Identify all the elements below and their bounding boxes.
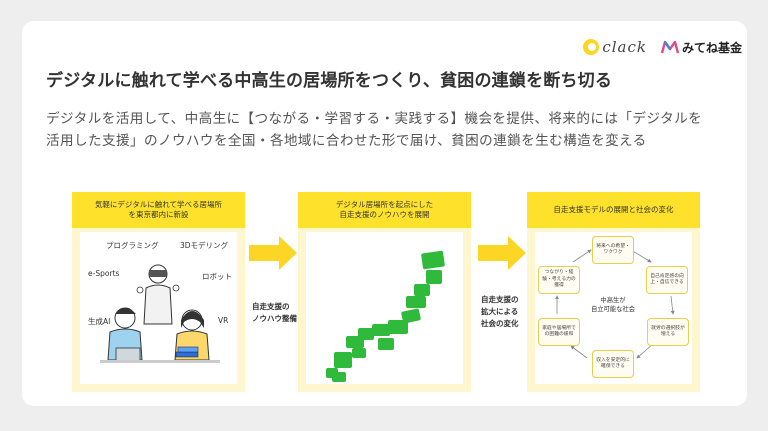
clack-logo: clack	[582, 38, 647, 56]
cycle-center-line1: 中高生が	[600, 297, 626, 304]
panel-knowhow-expansion-title-line1: デジタル居場所を起点にした	[335, 200, 434, 209]
panel-digital-space-illustration-area: プログラミング 3Dモデリング e-Sports ロボット 生成AI VR	[80, 232, 237, 384]
label-gen-ai: 生成AI	[88, 317, 111, 326]
panel-digital-space: 気軽にデジタルに触れて学べる居場所 を東京都内に新設 プログラミング 3Dモデリ…	[72, 192, 245, 392]
mitene-mark-icon	[660, 40, 679, 54]
clack-mark-icon	[583, 39, 600, 55]
panel-knowhow-expansion: デジタル居場所を起点にした 自走支援のノウハウを展開	[298, 192, 471, 392]
logo-bar: clack みてね基金	[582, 38, 742, 56]
panel-model-cycle-title: 自走支援モデルの展開と社会の変化	[527, 192, 700, 228]
panel-digital-space-title-line2: を東京都内に新設	[128, 210, 189, 219]
panel-knowhow-expansion-title: デジタル居場所を起点にした 自走支援のノウハウを展開	[298, 192, 471, 228]
cycle-node-stable-income: 収入を安定的に確保できる	[592, 350, 634, 378]
arrow-label-social-change-line1: 自走支援の	[481, 295, 519, 304]
japan-map-icon	[326, 250, 445, 382]
clack-wordmark: clack	[602, 38, 647, 56]
cycle-node-hope: 将来への希望・ワクワク	[592, 236, 634, 264]
arrow-right-icon	[478, 236, 526, 270]
arrow-right-icon	[249, 236, 297, 270]
arrow-label-social-change-line3: 社会の変化	[481, 319, 519, 328]
panel-model-cycle-diagram: 将来への希望・ワクワク 自己肯定感の向上・自信できる 就労の選択肢が増える 収入…	[535, 232, 692, 384]
students-illustration-icon	[100, 264, 220, 363]
cycle-center-line2: 自立可能な社会	[590, 306, 636, 313]
label-esports: e-Sports	[88, 269, 120, 278]
panel-digital-space-title-line1: 気軽にデジタルに触れて学べる居場所	[94, 200, 223, 209]
label-3d-modeling: 3Dモデリング	[180, 241, 229, 250]
label-programming: プログラミング	[106, 241, 159, 250]
mitene-logo: みてね基金	[660, 39, 742, 56]
arrow-label-knowhow: 自走支援の ノウハウ整備	[252, 301, 297, 325]
cycle-node-job-options: 就労の選択肢が増える	[647, 318, 689, 346]
arrow-label-social-change-line2: 拡大による	[481, 307, 519, 316]
cycle-arrows-icon	[555, 249, 675, 359]
label-robot: ロボット	[202, 272, 232, 281]
panel-model-cycle: 自走支援モデルの展開と社会の変化 将来への希望・ワクワク 自己肯定感の向上・自信…	[527, 192, 700, 392]
panel-knowhow-expansion-map-area	[306, 232, 463, 384]
panel-digital-space-title: 気軽にデジタルに触れて学べる居場所 を東京都内に新設	[72, 192, 245, 228]
arrow-label-social-change: 自走支援の 拡大による 社会の変化	[481, 294, 519, 330]
cycle-node-home-relief: 家庭や居場所での困難の緩和	[538, 318, 580, 346]
summary-paragraph: デジタルを活用して、中高生に【つながる・学習する・実践する】機会を提供、将来的に…	[46, 111, 703, 149]
mitene-wordmark: みてね基金	[681, 40, 742, 55]
cycle-center-label: 中高生が 自立可能な社会	[583, 296, 643, 314]
cycle-node-self-esteem: 自己肯定感の向上・自信できる	[646, 266, 688, 294]
label-vr: VR	[218, 316, 229, 325]
panel-knowhow-expansion-title-line2: 自走支援のノウハウを展開	[339, 210, 430, 219]
page-title: デジタルに触れて学べる中高生の居場所をつくり、貧困の連鎖を断ち切る	[46, 71, 613, 91]
arrow-label-knowhow-line1: 自走支援の	[252, 302, 290, 311]
cycle-node-connections: つながり・経験・考える力の獲得	[538, 266, 580, 294]
arrow-label-knowhow-line2: ノウハウ整備	[252, 314, 297, 323]
